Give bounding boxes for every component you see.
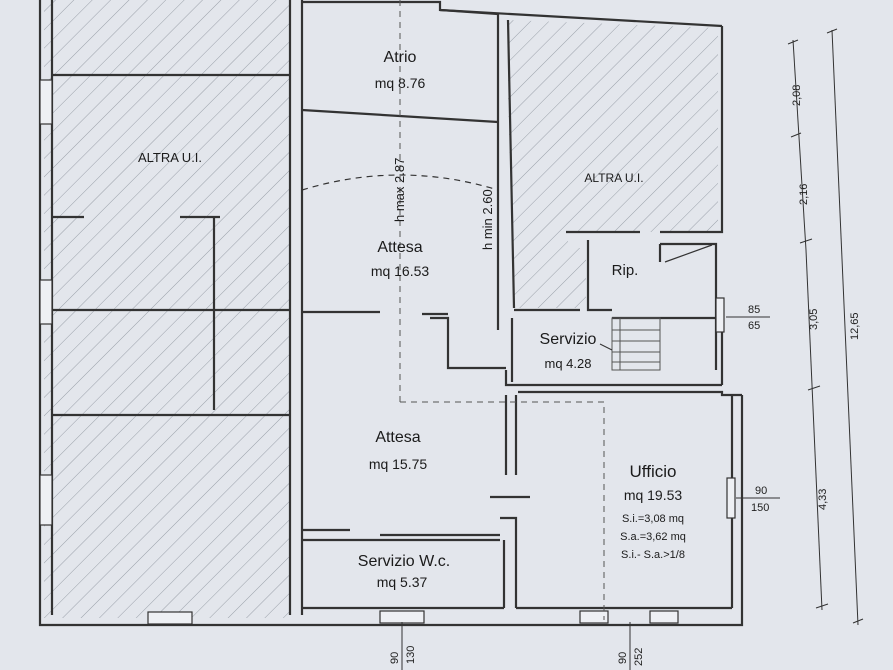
attesa2-name: Attesa (375, 429, 420, 446)
servizio-name: Servizio (540, 331, 597, 348)
dim-2-16: 2,16 (798, 184, 810, 205)
ufficio-si: S.i.=3,08 mq (622, 513, 684, 525)
wc-area: mq 5.37 (377, 574, 428, 590)
servizio-arrow (599, 343, 613, 351)
win-ufficio-b: 252 (633, 648, 645, 666)
dim-4-33: 4,33 (817, 489, 829, 510)
door-arrow (664, 244, 713, 263)
dim-3-05: 3,05 (808, 309, 820, 330)
attesa1-area: mq 16.53 (371, 263, 430, 279)
windows (39, 79, 736, 625)
attesa2-area: mq 15.75 (369, 456, 428, 472)
atrio-area: mq 8.76 (375, 75, 426, 91)
win-ufficio-top: 90 (755, 485, 767, 497)
other-unit-right-hatch (508, 20, 718, 308)
stairs (611, 317, 661, 371)
ceiling-arc (301, 174, 499, 191)
atrio-name: Atrio (384, 49, 417, 66)
dimension-lines (787, 28, 864, 626)
servizio-area: mq 4.28 (545, 356, 592, 371)
attesa1-name: Attesa (377, 239, 422, 256)
ufficio-sa: S.a.=3,62 mq (620, 531, 686, 543)
other-unit-right-label: ALTRA U.I. (584, 171, 643, 185)
section-line-2 (400, 401, 605, 620)
ufficio-ratio: S.i.- S.a.>1/8 (621, 549, 685, 561)
win-servizio-top: 85 (748, 304, 760, 316)
wc-name: Servizio W.c. (358, 553, 450, 570)
win-servizio-bottom: 65 (748, 320, 760, 332)
win-wc-b: 130 (405, 646, 417, 664)
hmin-label: h min 2.60 (480, 189, 495, 250)
ufficio-name: Ufficio (630, 462, 677, 481)
hmax-label: h max 2.87 (392, 158, 407, 222)
dim-total: 12,65 (849, 312, 861, 340)
other-unit-left-label: ALTRA U.I. (138, 150, 202, 165)
dim-2-08: 2,08 (791, 85, 803, 106)
win-ufficio-bottom: 150 (751, 502, 769, 514)
rip-name: Rip. (612, 262, 639, 279)
ufficio-area: mq 19.53 (624, 487, 683, 503)
win-ufficio-a: 90 (617, 652, 629, 664)
win-wc-a: 90 (389, 652, 401, 664)
